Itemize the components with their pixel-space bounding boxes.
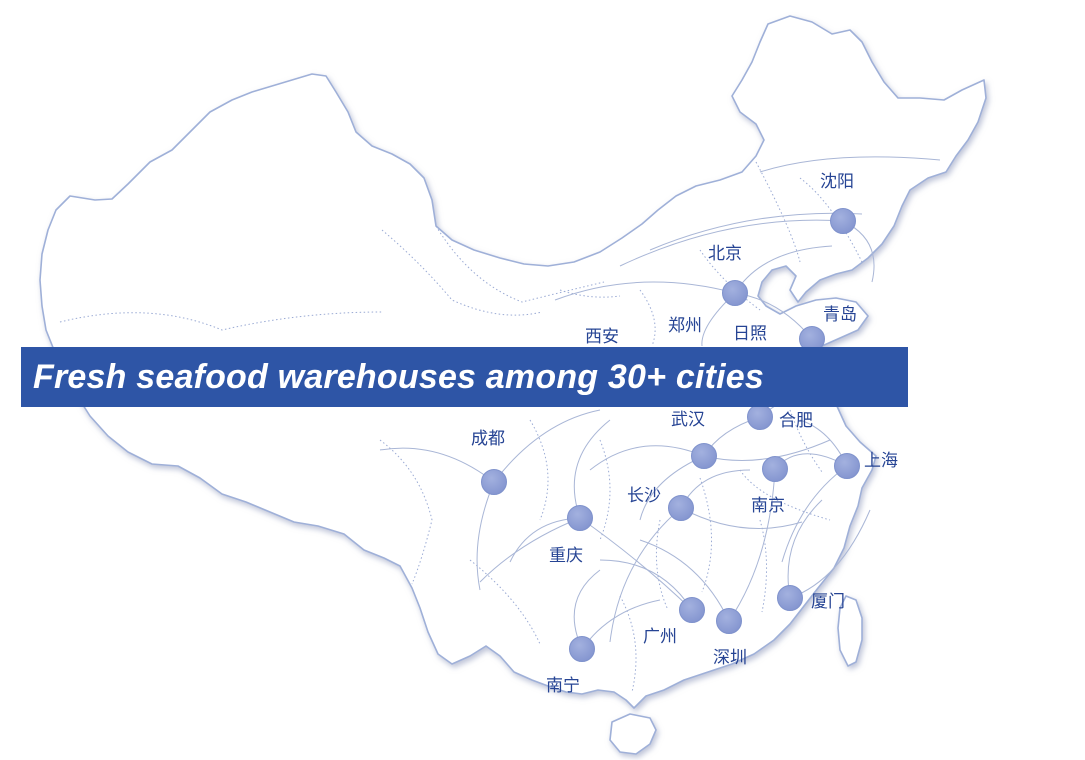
- province-borders: [59, 161, 863, 693]
- city-label-nanning: 南宁: [546, 676, 580, 696]
- city-label-guangzhou: 广州: [643, 627, 677, 647]
- city-label-xian: 西安: [585, 327, 619, 347]
- city-label-chongqing: 重庆: [549, 546, 583, 566]
- city-marker-xiamen: [777, 585, 803, 611]
- city-label-nanjing: 南京: [751, 496, 785, 516]
- city-marker-hefei: [747, 404, 773, 430]
- city-marker-shenyang: [830, 208, 856, 234]
- city-label-hefei: 合肥: [779, 411, 813, 431]
- city-marker-chengdu: [481, 469, 507, 495]
- city-label-beijing: 北京: [708, 244, 742, 264]
- city-marker-nanning: [569, 636, 595, 662]
- city-marker-nanjing: [762, 456, 788, 482]
- city-marker-wuhan: [691, 443, 717, 469]
- city-label-qingdao: 青岛: [823, 305, 857, 325]
- city-label-xiamen: 厦门: [811, 592, 845, 612]
- city-marker-shanghai: [834, 453, 860, 479]
- city-label-shenyang: 沈阳: [820, 172, 854, 192]
- city-labels: 沈阳 北京 青岛 日照 郑州 西安 成都 武汉 合肥 上海 南京 长沙 重庆 厦…: [471, 172, 898, 696]
- city-markers: [481, 208, 860, 662]
- headline-text: Fresh seafood warehouses among 30+ citie…: [33, 357, 764, 396]
- city-label-shanghai: 上海: [864, 451, 898, 471]
- city-label-rizhao: 日照: [733, 324, 767, 344]
- city-marker-changsha: [668, 495, 694, 521]
- city-label-changsha: 长沙: [627, 486, 661, 506]
- headline-banner: Fresh seafood warehouses among 30+ citie…: [21, 347, 908, 407]
- city-label-zhengzhou: 郑州: [668, 316, 702, 336]
- city-marker-shenzhen: [716, 608, 742, 634]
- city-label-chengdu: 成都: [471, 429, 505, 449]
- taiwan-island: [837, 595, 863, 667]
- hainan-island: [609, 713, 657, 755]
- city-marker-guangzhou: [679, 597, 705, 623]
- city-marker-chongqing: [567, 505, 593, 531]
- city-label-wuhan: 武汉: [671, 410, 705, 430]
- city-label-shenzhen: 深圳: [713, 648, 747, 668]
- city-marker-beijing: [722, 280, 748, 306]
